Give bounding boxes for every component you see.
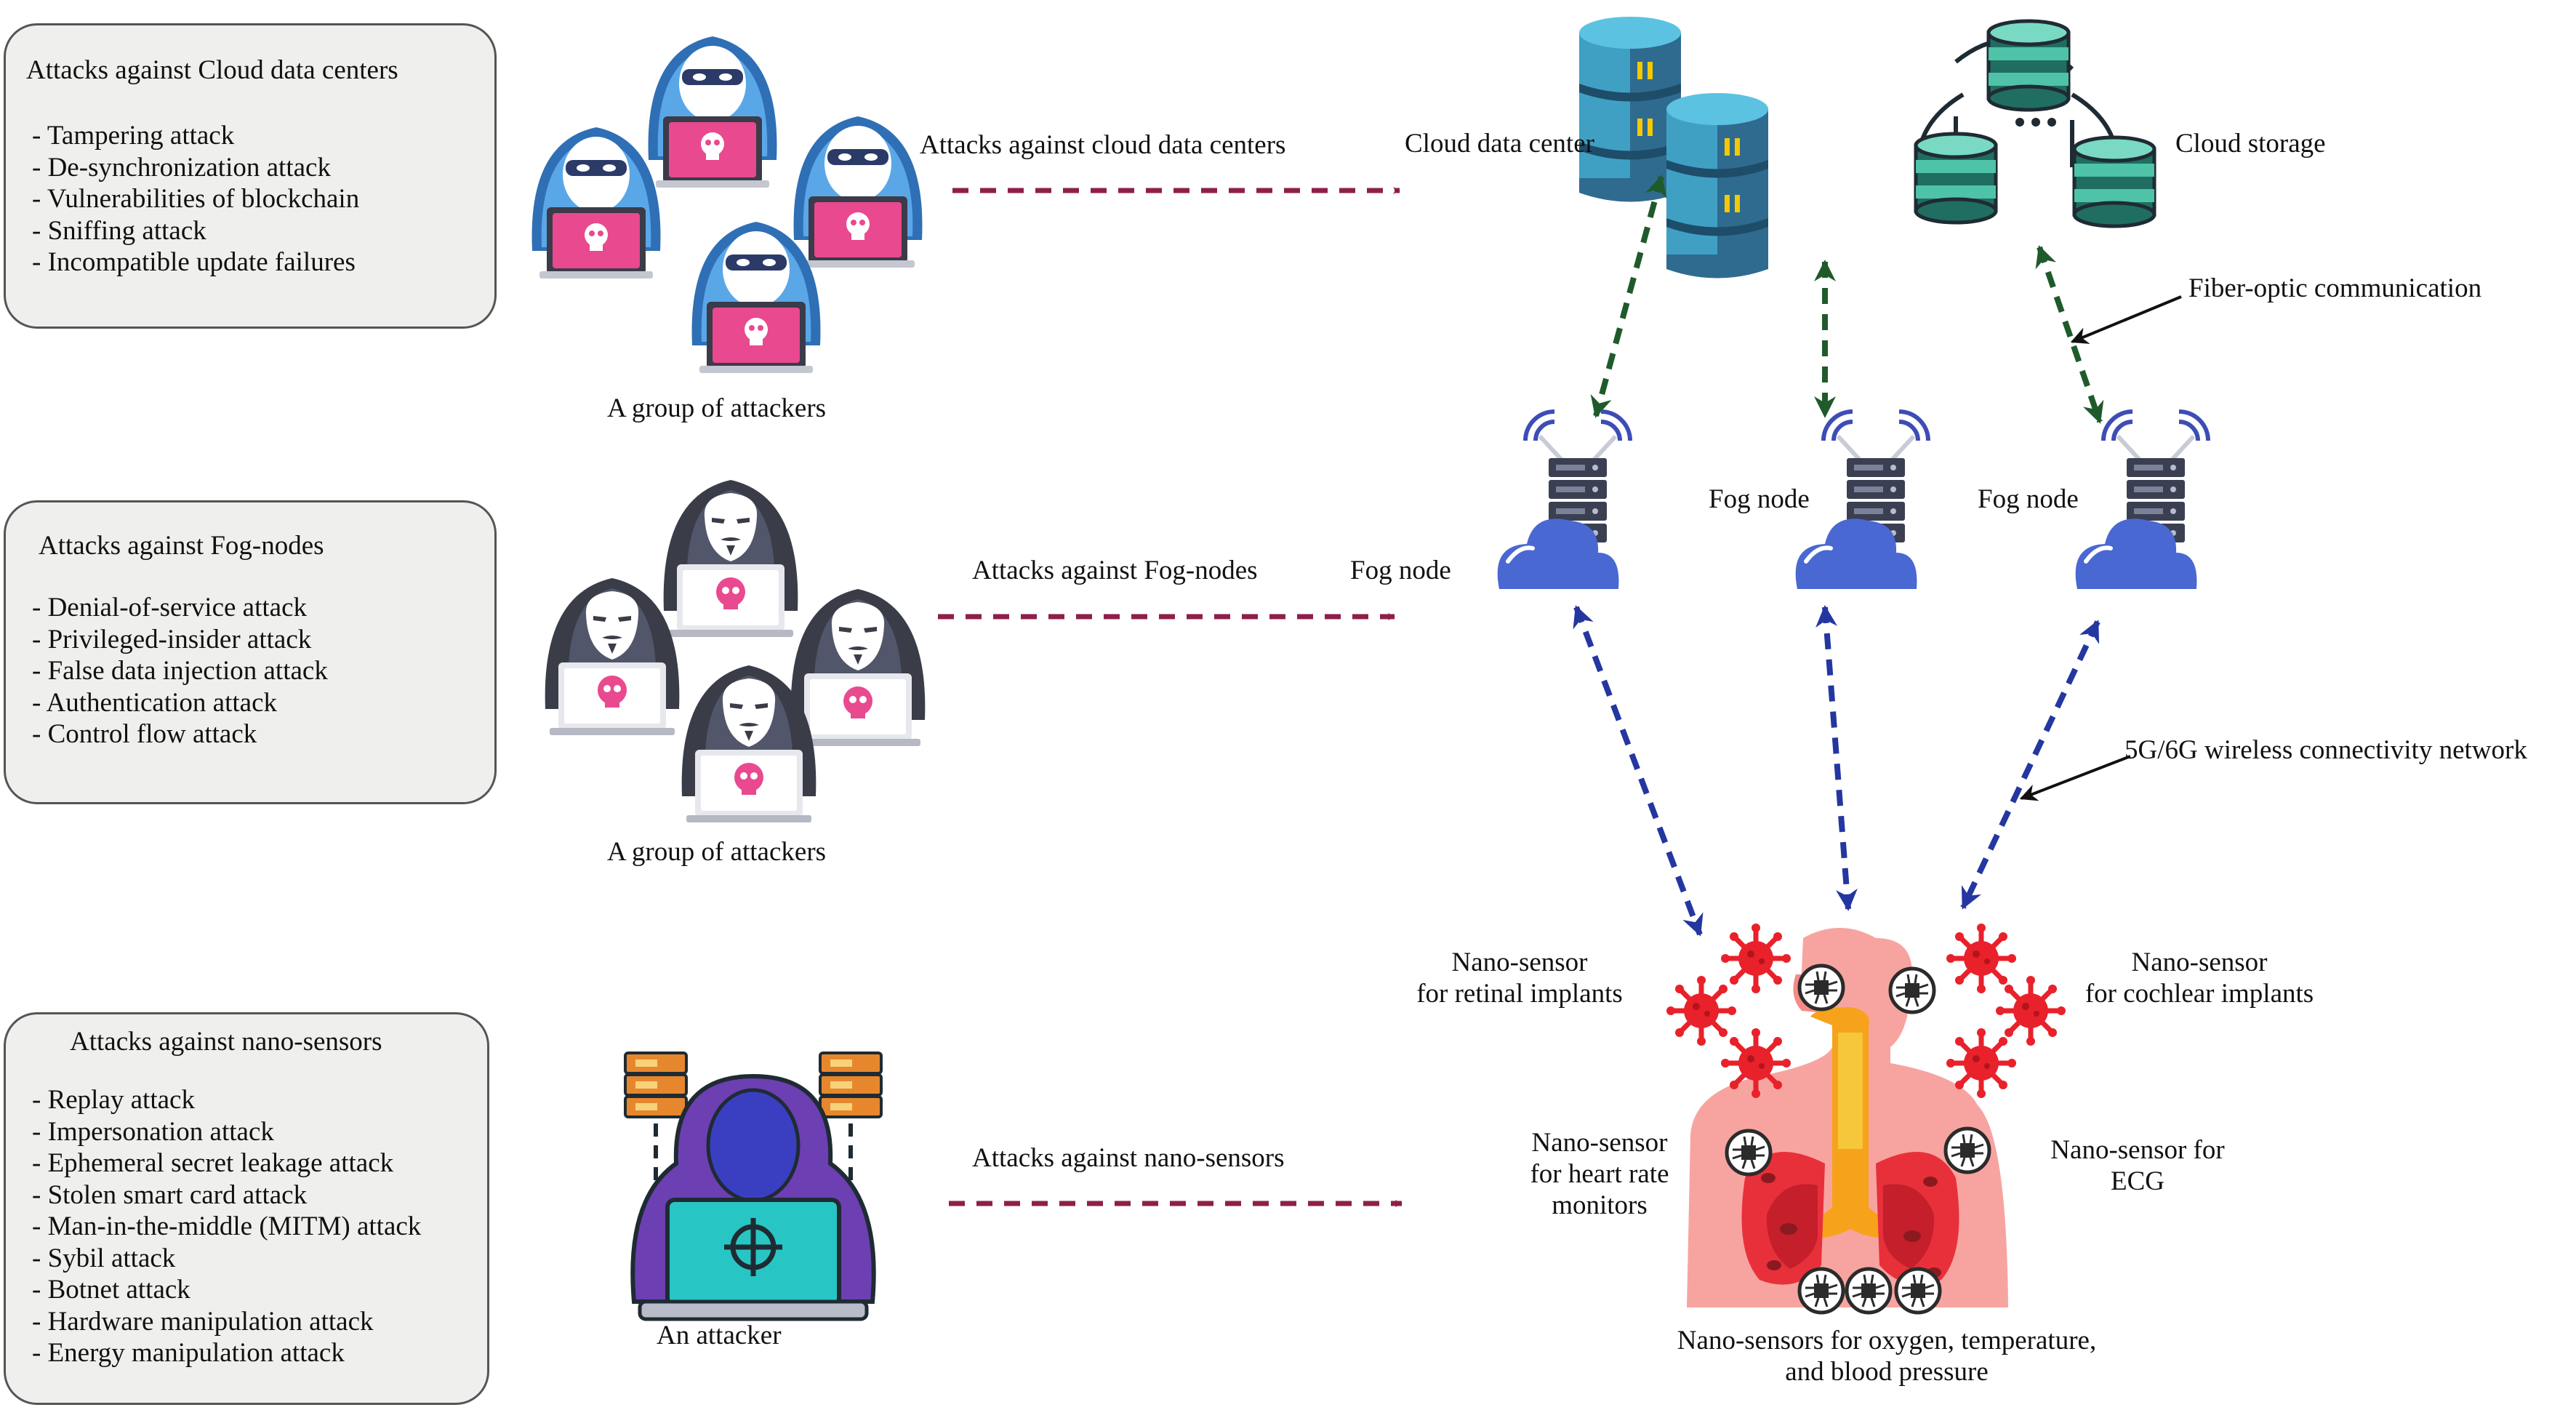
panel-fog-list: - Denial-of-service attack - Privileged-… bbox=[32, 592, 328, 750]
fog-node-label-1: Fog node bbox=[1350, 556, 1451, 585]
list-item: - Authentication attack bbox=[32, 687, 277, 718]
list-item: - Sniffing attack bbox=[32, 215, 206, 246]
sensor-oxygen-label: Nano-sensors for oxygen, temperature, an… bbox=[1677, 1326, 2097, 1387]
list-item: - Man-in-the-middle (MITM) attack bbox=[32, 1211, 422, 1241]
attacker-group-2-label: A group of attackers bbox=[607, 837, 827, 867]
list-item: - Privileged-insider attack bbox=[32, 624, 312, 654]
wireless-label: 5G/6G wireless connectivity network bbox=[2124, 735, 2527, 765]
list-item: - False data injection attack bbox=[32, 656, 328, 686]
sensor-retinal-label: Nano-sensor for retinal implants bbox=[1416, 948, 1623, 1009]
panel-nano-attacks: Attacks against nano-sensors - Replay at… bbox=[4, 1012, 489, 1405]
cloud-data-center-label: Cloud data center bbox=[1405, 129, 1594, 159]
fiber-label: Fiber-optic communication bbox=[2188, 273, 2482, 303]
panel-cloud-title: Attacks against Cloud data centers bbox=[26, 55, 398, 85]
fog-node-label-3: Fog node bbox=[1978, 484, 2079, 514]
fog-node-label-2: Fog node bbox=[1709, 484, 1810, 514]
panel-fog-title: Attacks against Fog-nodes bbox=[39, 531, 324, 561]
list-item: - Hardware manipulation attack bbox=[32, 1306, 374, 1337]
sensor-cochlear-label: Nano-sensor for cochlear implants bbox=[2085, 948, 2314, 1009]
cloud-data-center-icon bbox=[1579, 17, 1768, 279]
panel-fog-attacks: Attacks against Fog-nodes - Denial-of-se… bbox=[4, 500, 497, 804]
list-item: - Tampering attack bbox=[32, 121, 235, 151]
list-item: - Sybil attack bbox=[32, 1243, 176, 1273]
panel-cloud-list: - Tampering attack - De-synchronization … bbox=[32, 120, 359, 279]
sensor-heart-label: Nano-sensor for heart rate monitors bbox=[1530, 1128, 1669, 1220]
wireless-pointer bbox=[2019, 755, 2131, 801]
wireless-arrow-2 bbox=[1815, 605, 1858, 911]
attacker-group-1-label: A group of attackers bbox=[607, 393, 827, 423]
fog-node-icon-2 bbox=[1796, 412, 1928, 589]
list-item: - Vulnerabilities of blockchain bbox=[32, 184, 360, 214]
list-item: - Incompatible update failures bbox=[32, 247, 356, 277]
list-item: - Ephemeral secret leakage attack bbox=[32, 1148, 394, 1178]
list-item: - Denial-of-service attack bbox=[32, 593, 308, 622]
list-item: - Energy manipulation attack bbox=[32, 1338, 345, 1368]
list-item: - Botnet attack bbox=[32, 1275, 190, 1305]
wireless-arrow-3 bbox=[1960, 620, 2100, 910]
list-item: - Replay attack bbox=[32, 1085, 195, 1115]
attacker-group-2 bbox=[545, 480, 926, 822]
arrow-cloud-label: Attacks against cloud data centers bbox=[920, 130, 1286, 160]
sensor-ecg-label: Nano-sensor for ECG bbox=[2050, 1135, 2225, 1196]
arrow-fog-label: Attacks against Fog-nodes bbox=[972, 556, 1258, 585]
human-body-icon bbox=[1687, 928, 2008, 1313]
list-item: - Control flow attack bbox=[32, 719, 257, 749]
fiber-pointer bbox=[2070, 295, 2182, 344]
fiber-arrow-3 bbox=[2035, 245, 2104, 424]
panel-nano-title: Attacks against nano-sensors bbox=[70, 1027, 382, 1057]
attacker-group-1 bbox=[531, 36, 923, 373]
list-item: - De-synchronization attack bbox=[32, 152, 331, 183]
fog-node-icon-3 bbox=[2076, 412, 2208, 589]
cloud-storage-icon bbox=[1916, 21, 2154, 226]
single-attacker bbox=[624, 1052, 883, 1321]
single-attacker-label: An attacker bbox=[657, 1321, 782, 1350]
fog-node-icon-1 bbox=[1498, 412, 1630, 589]
panel-nano-list: - Replay attack - Impersonation attack -… bbox=[32, 1084, 421, 1369]
list-item: - Impersonation attack bbox=[32, 1116, 274, 1147]
cloud-storage-label: Cloud storage bbox=[2175, 129, 2326, 159]
list-item: - Stolen smart card attack bbox=[32, 1179, 308, 1210]
wireless-arrow-1 bbox=[1573, 605, 1704, 937]
fiber-arrow-1 bbox=[1590, 175, 1667, 418]
panel-cloud-attacks: Attacks against Cloud data centers - Tam… bbox=[4, 23, 497, 329]
arrow-nano-label: Attacks against nano-sensors bbox=[972, 1143, 1285, 1173]
